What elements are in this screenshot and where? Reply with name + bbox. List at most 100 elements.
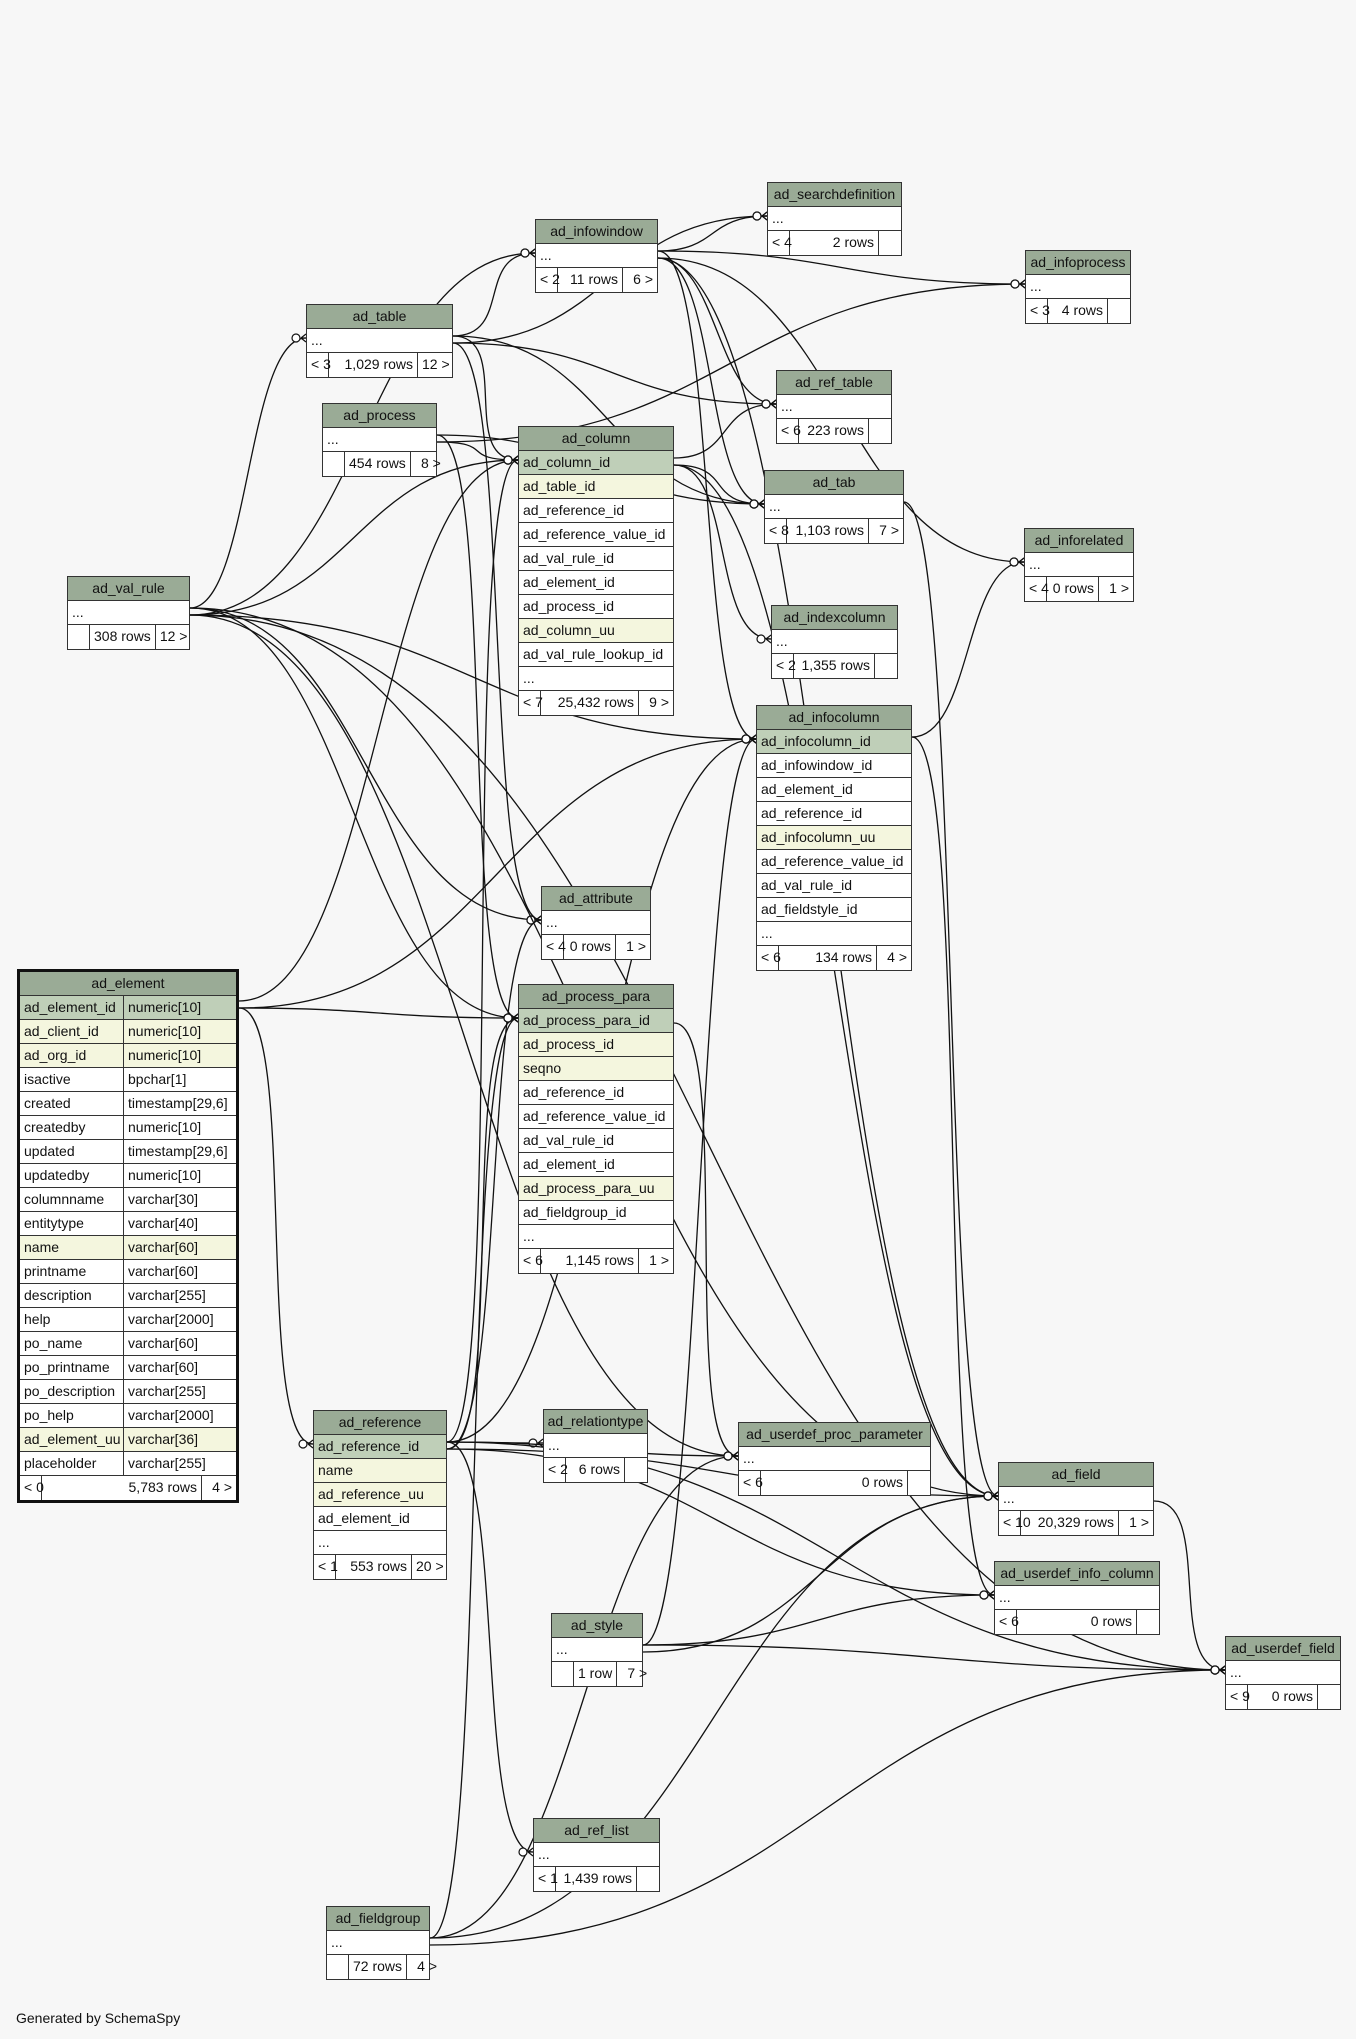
column-row[interactable]: ... <box>536 244 657 268</box>
column-row[interactable]: seqno <box>519 1057 673 1081</box>
column-row[interactable]: ad_infowindow_id <box>757 754 911 778</box>
table-header[interactable]: ad_table <box>307 305 452 329</box>
column-row[interactable]: ... <box>519 667 673 691</box>
child-count[interactable] <box>1108 299 1130 323</box>
child-count[interactable] <box>869 419 891 443</box>
table-header[interactable]: ad_process_para <box>519 985 673 1009</box>
parent-count[interactable]: < 1 <box>534 1867 558 1891</box>
parent-count[interactable] <box>552 1662 574 1686</box>
table-header[interactable]: ad_infowindow <box>536 220 657 244</box>
column-row[interactable]: ... <box>327 1931 429 1955</box>
column-row[interactable]: ad_reference_value_id <box>519 1105 673 1129</box>
table-header[interactable]: ad_field <box>999 1463 1153 1487</box>
column-row[interactable]: ad_infocolumn_uu <box>757 826 911 850</box>
column-row[interactable]: ... <box>323 428 436 452</box>
parent-count[interactable]: < 2 <box>544 1458 568 1482</box>
child-count[interactable] <box>908 1471 930 1495</box>
column-row[interactable]: ... <box>777 395 891 419</box>
parent-count[interactable]: < 6 <box>739 1471 763 1495</box>
child-count[interactable]: 4 > <box>417 1958 438 1974</box>
table-header[interactable]: ad_infoprocess <box>1026 251 1130 275</box>
parent-count[interactable]: < 3 <box>307 353 331 377</box>
parent-count[interactable]: < 1 <box>314 1555 338 1579</box>
column-row[interactable]: ... <box>519 1225 673 1249</box>
column-row[interactable]: ... <box>999 1487 1153 1511</box>
table-header[interactable]: ad_element <box>20 972 236 996</box>
column-row[interactable]: ... <box>552 1638 642 1662</box>
column-row[interactable]: ad_process_para_uu <box>519 1177 673 1201</box>
child-count[interactable] <box>625 1458 647 1482</box>
column-row[interactable]: ... <box>307 329 452 353</box>
parent-count[interactable]: < 9 <box>1226 1685 1250 1709</box>
column-row[interactable]: ad_reference_value_id <box>519 523 673 547</box>
table-header[interactable]: ad_userdef_info_column <box>995 1562 1159 1586</box>
child-count[interactable]: 4 > <box>887 949 907 965</box>
table-header[interactable]: ad_ref_list <box>534 1819 659 1843</box>
child-count[interactable] <box>875 654 897 678</box>
parent-count[interactable] <box>323 452 345 476</box>
child-count[interactable]: 12 > <box>422 356 450 372</box>
column-row[interactable]: ad_column_id <box>519 451 673 475</box>
parent-count[interactable]: < 6 <box>777 419 801 443</box>
table-header[interactable]: ad_val_rule <box>68 577 189 601</box>
column-row[interactable]: ad_reference_id <box>314 1435 446 1459</box>
column-row[interactable]: ad_reference_id <box>757 802 911 826</box>
column-row[interactable]: ad_val_rule_id <box>519 547 673 571</box>
column-row[interactable]: ad_reference_id <box>519 499 673 523</box>
table-header[interactable]: ad_attribute <box>542 887 650 911</box>
column-row[interactable]: ... <box>1026 275 1130 299</box>
column-row[interactable]: ... <box>768 207 901 231</box>
child-count[interactable]: 1 > <box>1129 1514 1149 1530</box>
table-header[interactable]: ad_column <box>519 427 673 451</box>
parent-count[interactable]: < 0 <box>20 1476 44 1500</box>
table-header[interactable]: ad_indexcolumn <box>772 606 897 630</box>
table-header[interactable]: ad_inforelated <box>1025 529 1133 553</box>
column-row[interactable]: ... <box>757 922 911 946</box>
column-row[interactable]: ad_reference_value_id <box>757 850 911 874</box>
column-row[interactable]: ... <box>542 911 650 935</box>
table-header[interactable]: ad_userdef_field <box>1226 1637 1340 1661</box>
child-count[interactable]: 7 > <box>627 1665 648 1681</box>
child-count[interactable] <box>879 231 901 255</box>
column-row[interactable]: ... <box>534 1843 659 1867</box>
parent-count[interactable]: < 6 <box>995 1610 1019 1634</box>
parent-count[interactable]: < 6 <box>757 946 781 970</box>
parent-count[interactable]: < 8 <box>765 519 789 543</box>
parent-count[interactable]: < 4 <box>542 935 566 959</box>
column-row[interactable]: ... <box>765 495 903 519</box>
child-count[interactable]: 7 > <box>879 522 899 538</box>
table-header[interactable]: ad_relationtype <box>544 1410 647 1434</box>
child-count[interactable]: 9 > <box>649 694 669 710</box>
parent-count[interactable] <box>327 1955 349 1979</box>
child-count[interactable] <box>1137 1610 1159 1634</box>
table-header[interactable]: ad_tab <box>765 471 903 495</box>
column-row[interactable]: name <box>314 1459 446 1483</box>
child-count[interactable]: 20 > <box>416 1558 444 1574</box>
column-row[interactable]: ... <box>995 1586 1159 1610</box>
child-count[interactable]: 8 > <box>420 455 441 471</box>
column-row[interactable]: ad_fieldgroup_id <box>519 1201 673 1225</box>
table-header[interactable]: ad_style <box>552 1614 642 1638</box>
column-row[interactable]: ad_reference_uu <box>314 1483 446 1507</box>
parent-count[interactable]: < 6 <box>519 1249 543 1273</box>
